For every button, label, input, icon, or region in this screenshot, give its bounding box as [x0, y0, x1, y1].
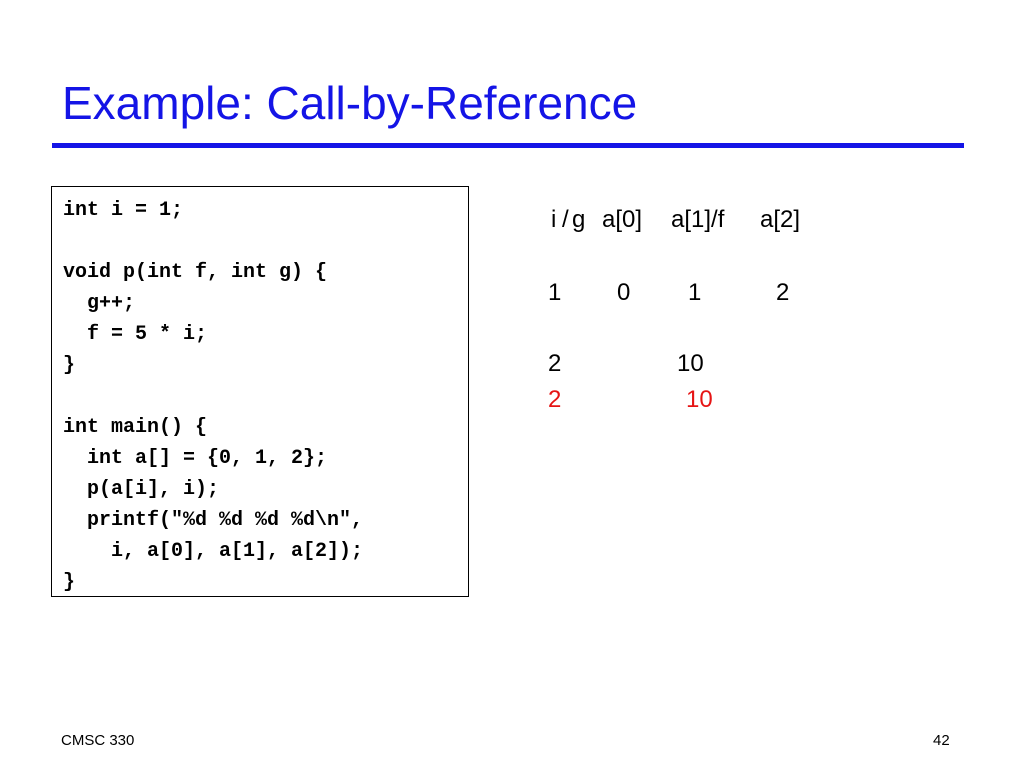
code-line: int i = 1; — [63, 199, 184, 222]
table-header-a2: a[2] — [760, 206, 801, 233]
table-header-i: i — [551, 206, 557, 233]
slide-title: Example: Call-by-Reference — [62, 77, 638, 129]
code-line: i, a[0], a[1], a[2]); — [63, 540, 364, 563]
table-header-a1-f: a[1]/f — [671, 206, 725, 233]
table-cell-highlight: 10 — [686, 386, 713, 413]
table-cell: 0 — [617, 279, 631, 306]
code-line: p(a[i], i); — [63, 478, 220, 501]
code-line: printf("%d %d %d %d\n", — [63, 509, 364, 532]
table-cell: 2 — [776, 279, 790, 306]
table-header-slash: / — [562, 206, 569, 233]
table-cell: 2 — [548, 350, 562, 377]
table-header-g: g — [572, 206, 586, 233]
table-header-a0: a[0] — [602, 206, 643, 233]
code-line: f = 5 * i; — [63, 323, 208, 346]
code-line: void p(int f, int g) { — [63, 261, 328, 284]
table-cell-highlight: 2 — [548, 386, 562, 413]
table-cell: 10 — [677, 350, 704, 377]
footer-course: CMSC 330 — [61, 732, 135, 749]
code-line: } — [63, 354, 76, 377]
table-cell: 1 — [548, 279, 562, 306]
code-line: } — [63, 571, 76, 594]
code-line: g++; — [63, 292, 136, 315]
slide-number: 42 — [933, 732, 950, 749]
code-block: int i = 1; void p(int f, int g) { g++; f… — [51, 186, 469, 597]
code-line: int a[] = {0, 1, 2}; — [63, 447, 328, 470]
title-underline — [52, 143, 964, 148]
code-line: int main() { — [63, 416, 208, 439]
table-cell: 1 — [688, 279, 702, 306]
